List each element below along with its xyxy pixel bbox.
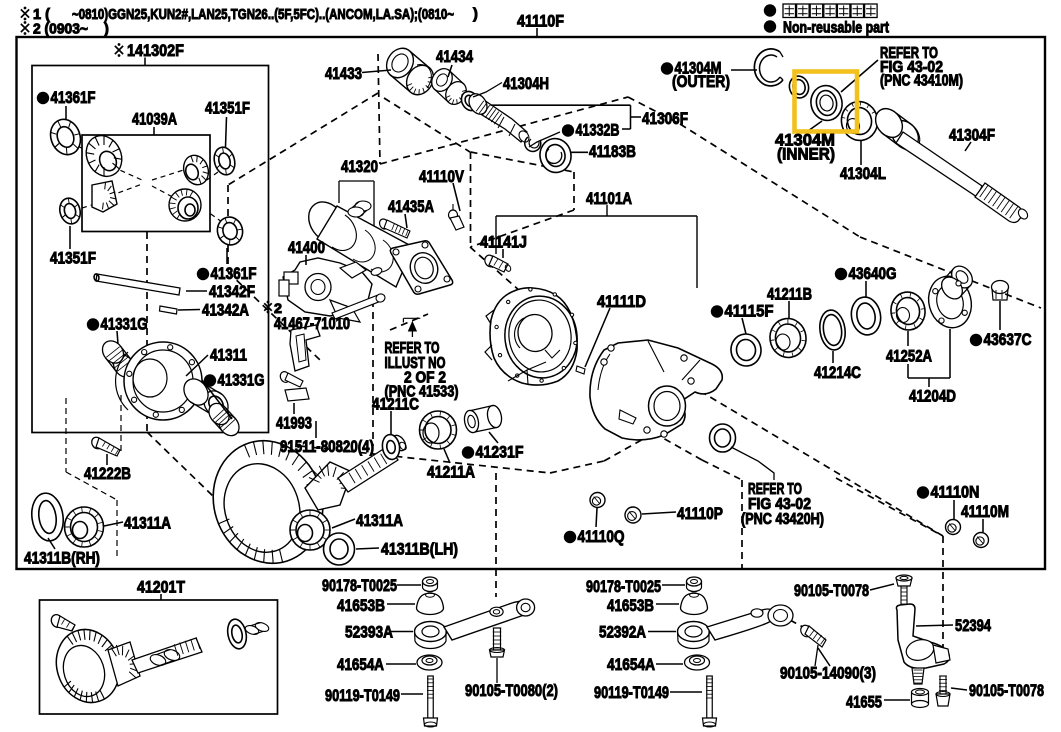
svg-text:41331G: 41331G bbox=[218, 371, 265, 390]
svg-text:43637C: 43637C bbox=[984, 330, 1032, 349]
svg-text:41311A: 41311A bbox=[356, 511, 403, 530]
svg-text:90105-T0080(2): 90105-T0080(2) bbox=[465, 681, 558, 700]
svg-text:41110F: 41110F bbox=[517, 12, 564, 31]
svg-text:41211C: 41211C bbox=[372, 395, 419, 414]
svg-text:41351F: 41351F bbox=[50, 249, 96, 268]
svg-text:41101A: 41101A bbox=[586, 189, 632, 208]
svg-text:41110N: 41110N bbox=[931, 483, 980, 502]
svg-text:(PNC 43410M): (PNC 43410M) bbox=[880, 73, 963, 90]
svg-text:2 (0903~: 2 (0903~ bbox=[33, 22, 88, 38]
svg-text:~0810)GGN25,KUN2#,LAN25,TGN26.: ~0810)GGN25,KUN2#,LAN25,TGN26..(5F,5FC).… bbox=[72, 7, 454, 23]
svg-text:41655: 41655 bbox=[846, 693, 882, 712]
svg-text:41110M: 41110M bbox=[961, 502, 1009, 521]
svg-text:90178-T0025: 90178-T0025 bbox=[322, 576, 397, 595]
svg-text:41342F: 41342F bbox=[209, 282, 255, 301]
svg-text:41311A: 41311A bbox=[124, 514, 171, 533]
svg-text:41311: 41311 bbox=[210, 346, 247, 365]
svg-text:41332B: 41332B bbox=[576, 121, 620, 140]
svg-text:41433: 41433 bbox=[325, 64, 362, 83]
svg-text:41039A: 41039A bbox=[132, 110, 177, 129]
svg-text:2: 2 bbox=[274, 300, 282, 316]
svg-text:1 (: 1 ( bbox=[33, 7, 50, 23]
svg-text:41653B: 41653B bbox=[337, 596, 385, 615]
svg-text:41141J: 41141J bbox=[480, 233, 527, 252]
svg-text:): ) bbox=[473, 7, 478, 23]
svg-text:41211A: 41211A bbox=[427, 463, 475, 482]
svg-text:41654A: 41654A bbox=[337, 655, 384, 674]
svg-text:41214C: 41214C bbox=[814, 363, 861, 382]
svg-text:41400: 41400 bbox=[288, 238, 325, 257]
svg-text:41183B: 41183B bbox=[589, 142, 636, 161]
svg-text:41320: 41320 bbox=[341, 157, 378, 176]
svg-text:41342A: 41342A bbox=[202, 301, 249, 320]
svg-text:41434: 41434 bbox=[436, 47, 473, 66]
svg-text:41304F: 41304F bbox=[949, 126, 995, 145]
svg-text:Non-reusable part: Non-reusable part bbox=[783, 20, 889, 37]
svg-text:41331G: 41331G bbox=[101, 315, 148, 334]
svg-text:41467-71010: 41467-71010 bbox=[274, 314, 350, 333]
svg-text:90105-14090(3): 90105-14090(3) bbox=[780, 664, 876, 683]
svg-text:2 OF 2: 2 OF 2 bbox=[404, 370, 446, 387]
svg-text:41204D: 41204D bbox=[909, 387, 956, 406]
svg-text:REFER TO: REFER TO bbox=[880, 45, 938, 62]
svg-text:41231F: 41231F bbox=[476, 443, 524, 462]
svg-text:52394: 52394 bbox=[955, 616, 991, 635]
svg-text:(PNC 41533): (PNC 41533) bbox=[385, 384, 459, 401]
svg-text:41201T: 41201T bbox=[137, 578, 186, 597]
svg-text:41653B: 41653B bbox=[607, 596, 654, 615]
svg-text:41306F: 41306F bbox=[642, 109, 688, 128]
svg-text:FIG 43-02: FIG 43-02 bbox=[880, 59, 943, 76]
svg-text:41435A: 41435A bbox=[388, 197, 434, 216]
svg-text:52392A: 52392A bbox=[599, 623, 646, 642]
svg-text:90105-T0078: 90105-T0078 bbox=[969, 681, 1044, 700]
svg-text:52393A: 52393A bbox=[345, 623, 393, 642]
svg-text:41304H: 41304H bbox=[503, 74, 549, 93]
svg-text:FIG 43-02: FIG 43-02 bbox=[748, 496, 811, 513]
svg-text:90119-T0149: 90119-T0149 bbox=[325, 686, 400, 705]
svg-text:41304L: 41304L bbox=[840, 164, 886, 183]
svg-text:41110Q: 41110Q bbox=[578, 527, 625, 546]
svg-text:41110P: 41110P bbox=[677, 504, 723, 523]
svg-text:43640G: 43640G bbox=[849, 264, 897, 283]
svg-text:41361F: 41361F bbox=[211, 264, 257, 283]
svg-text:41222B: 41222B bbox=[84, 464, 131, 483]
svg-text:41361F: 41361F bbox=[51, 88, 96, 107]
svg-text:41304M: 41304M bbox=[675, 59, 722, 78]
svg-text:41993: 41993 bbox=[276, 414, 312, 433]
svg-text:41351F: 41351F bbox=[205, 99, 250, 118]
svg-text:(OUTER): (OUTER) bbox=[672, 72, 730, 91]
svg-text:): ) bbox=[104, 22, 109, 38]
svg-text:(INNER): (INNER) bbox=[777, 145, 835, 164]
svg-text:90105-T0078: 90105-T0078 bbox=[794, 581, 869, 600]
svg-text:41252A: 41252A bbox=[886, 347, 932, 366]
svg-text:REFER TO: REFER TO bbox=[748, 481, 802, 498]
svg-text:41304M: 41304M bbox=[775, 131, 835, 150]
svg-text:41110V: 41110V bbox=[419, 167, 465, 186]
svg-text:91511-80820(4): 91511-80820(4) bbox=[280, 437, 374, 456]
svg-text:41311B(RH): 41311B(RH) bbox=[24, 549, 100, 568]
svg-text:41654A: 41654A bbox=[607, 655, 655, 674]
svg-text:90178-T0025: 90178-T0025 bbox=[586, 577, 661, 596]
svg-text:90119-T0149: 90119-T0149 bbox=[594, 683, 669, 702]
svg-text:41111D: 41111D bbox=[597, 292, 646, 311]
svg-text:41115F: 41115F bbox=[725, 302, 774, 321]
svg-text:ILLUST NO: ILLUST NO bbox=[385, 355, 446, 372]
svg-text:41311B(LH): 41311B(LH) bbox=[381, 540, 458, 559]
svg-text:(PNC 43420H): (PNC 43420H) bbox=[741, 511, 824, 528]
svg-text:141302F: 141302F bbox=[127, 41, 184, 60]
svg-text:REFER TO: REFER TO bbox=[385, 340, 440, 357]
svg-text:41211B: 41211B bbox=[767, 285, 812, 304]
